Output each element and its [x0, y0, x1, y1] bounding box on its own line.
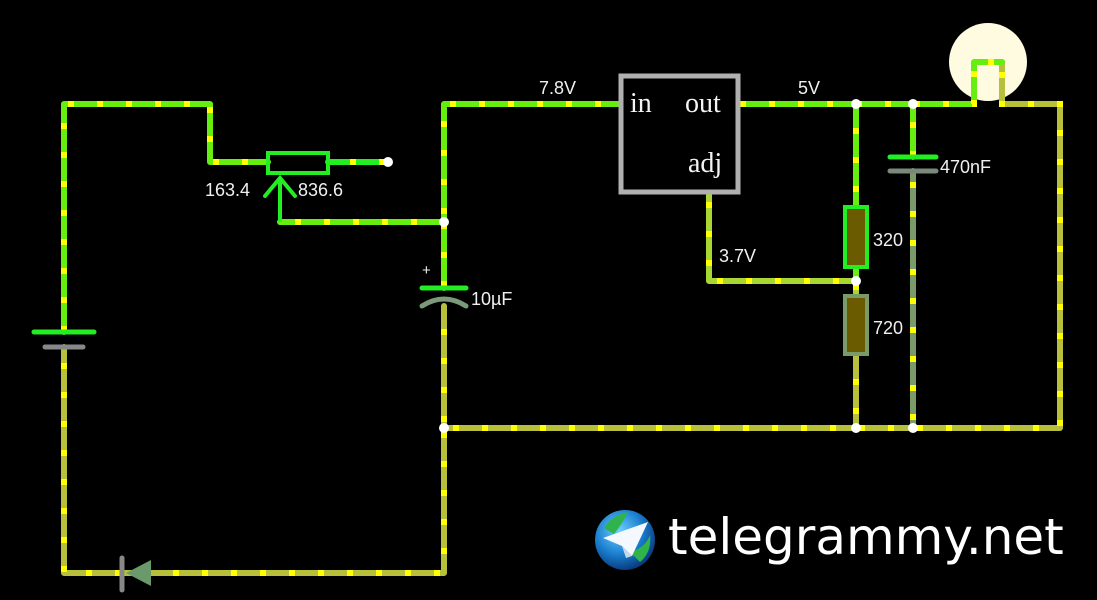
wires — [61, 59, 1063, 576]
resistor-720-icon[interactable] — [843, 294, 869, 356]
telegram-globe-icon — [595, 510, 655, 570]
regulator-pin-adj: adj — [688, 148, 723, 179]
junction-node[interactable] — [439, 423, 449, 433]
current-flow-dots — [444, 62, 1063, 431]
current-flow-dots — [706, 192, 856, 284]
regulator-pin-in: in — [630, 88, 652, 119]
resistor-720-label: 720 — [873, 318, 904, 338]
junction-node[interactable] — [439, 217, 449, 227]
regulator-pin-out: out — [685, 88, 721, 119]
input-voltage-label: 7.8V — [539, 78, 577, 98]
resistor-320-label: 320 — [873, 230, 904, 250]
junction-node[interactable] — [851, 276, 861, 286]
capacitor-470nf-label: 470nF — [940, 157, 992, 177]
voltage-regulator-chip[interactable] — [618, 73, 741, 195]
potentiometer-icon[interactable] — [263, 151, 330, 222]
potentiometer-left-value: 163.4 — [205, 180, 251, 200]
output-voltage-label: 5V — [798, 78, 821, 98]
capacitor-10uf-label: 10µF — [471, 289, 513, 309]
junction-node[interactable] — [908, 99, 918, 109]
capacitor-470nf-icon[interactable] — [887, 154, 939, 174]
adjust-voltage-label: 3.7V — [719, 246, 757, 266]
wire-segment[interactable] — [706, 189, 859, 284]
wire-segment[interactable] — [61, 101, 271, 335]
current-flow-dots — [61, 101, 268, 332]
junction-node[interactable] — [851, 423, 861, 433]
wire-segment[interactable] — [441, 59, 1063, 431]
resistor-320-icon[interactable] — [843, 205, 869, 269]
junction-node[interactable] — [851, 99, 861, 109]
current-flow-dots — [441, 101, 621, 222]
watermark-text: telegrammy.net — [668, 508, 1064, 566]
wire-segment[interactable] — [441, 101, 624, 225]
capacitor-10uf-icon[interactable] — [419, 285, 469, 309]
battery-icon[interactable] — [31, 329, 97, 350]
wire-segment[interactable] — [61, 344, 447, 576]
capacitor-polarity-label: + — [422, 262, 431, 279]
junction-node[interactable] — [383, 157, 393, 167]
junction-node[interactable] — [908, 423, 918, 433]
junction-nodes — [383, 99, 918, 433]
current-flow-dots — [61, 347, 447, 576]
potentiometer-right-value: 836.6 — [298, 180, 344, 200]
diode-icon[interactable] — [119, 555, 151, 593]
